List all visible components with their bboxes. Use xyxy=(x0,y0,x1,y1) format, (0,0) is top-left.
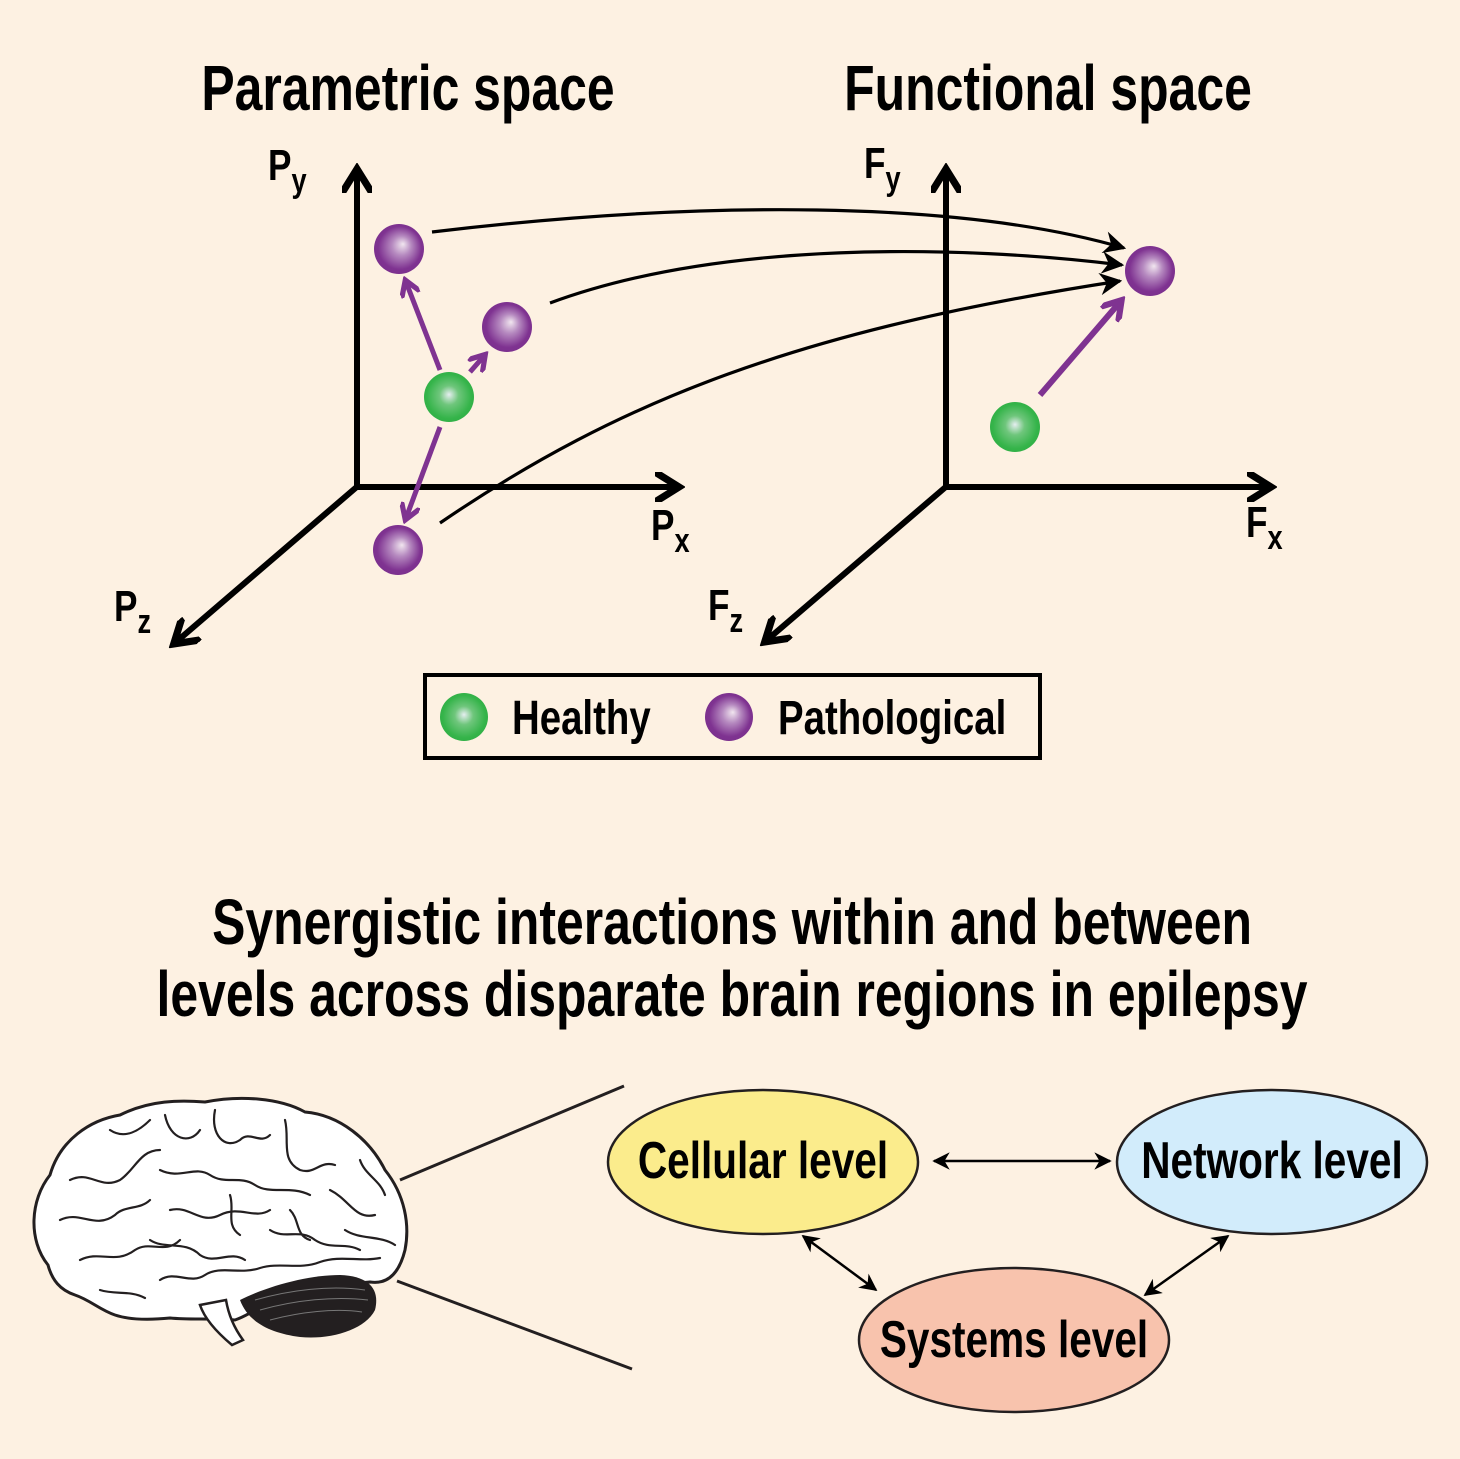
svg-text:Fx: Fx xyxy=(1246,498,1283,556)
functional-axes xyxy=(767,172,1268,640)
cellular-level-node xyxy=(606,1088,920,1236)
parametric-z-axis xyxy=(176,482,361,642)
axis-label-fx: Fx xyxy=(1246,498,1283,556)
perturbation-arrow-down xyxy=(406,426,443,518)
mapping-arrow-top xyxy=(431,208,1127,254)
legend-healthy-label: Healthy xyxy=(512,692,651,745)
mapping-arrow-middle xyxy=(549,249,1125,305)
legend-pathological-label: Pathological xyxy=(778,692,1006,745)
svg-text:Pz: Pz xyxy=(114,582,151,640)
brain-folds xyxy=(58,1108,397,1300)
arrow-cellular-systems xyxy=(801,1234,878,1292)
systems-level-label: Systems level xyxy=(880,1310,1148,1368)
bottom-title-line1: Synergistic interactions within and betw… xyxy=(212,887,1252,958)
axis-label-py: Py xyxy=(268,141,307,199)
axis-label-fy: Fy xyxy=(864,139,901,197)
legend-pathological-icon xyxy=(705,693,753,741)
mapping-arrows xyxy=(431,208,1127,525)
brain-cerebellum xyxy=(240,1275,377,1338)
zoom-line-top xyxy=(399,1084,625,1182)
brain-cerebellum-lines xyxy=(254,1287,369,1321)
svg-text:Fy: Fy xyxy=(864,139,901,197)
cellular-level-label-wrap: Cellular level xyxy=(638,1131,888,1189)
legend-pathological-label-wrap: Pathological xyxy=(778,692,1006,745)
pathological-sphere-functional xyxy=(1125,246,1175,296)
pathological-sphere-bottom xyxy=(373,525,423,575)
perturbation-arrow-up xyxy=(406,282,443,371)
systems-level-label-wrap: Systems level xyxy=(880,1310,1148,1368)
functional-space-title: Functional space xyxy=(844,53,1252,124)
network-level-node xyxy=(1115,1088,1429,1236)
network-level-label: Network level xyxy=(1141,1131,1402,1189)
functional-z-axis xyxy=(767,482,950,640)
svg-text:Px: Px xyxy=(651,501,690,559)
parametric-space-title: Parametric space xyxy=(201,53,614,124)
cellular-level-label: Cellular level xyxy=(638,1131,888,1189)
levels-diagram: Cellular level Network level Systems lev… xyxy=(606,1088,1429,1414)
axis-label-fz: Fz xyxy=(708,581,743,639)
svg-text:Synergistic interactions withi: Synergistic interactions within and betw… xyxy=(212,887,1252,958)
arrow-network-systems xyxy=(1143,1234,1230,1297)
network-level-label-wrap: Network level xyxy=(1141,1131,1402,1189)
legend: Healthy Pathological xyxy=(423,673,1042,760)
perturbation-arrow-right xyxy=(470,356,484,374)
zoom-line-bottom xyxy=(396,1279,633,1371)
svg-text:Parametric space: Parametric space xyxy=(201,53,614,124)
healthy-sphere-functional xyxy=(990,402,1040,452)
healthy-sphere-parametric xyxy=(424,372,474,422)
mapping-arrow-bottom xyxy=(439,272,1123,525)
functional-perturbation-arrow xyxy=(1037,302,1120,397)
systems-level-node xyxy=(857,1266,1171,1414)
parametric-perturbation-arrows xyxy=(406,282,484,518)
axis-label-pz: Pz xyxy=(114,582,151,640)
legend-healthy-label-wrap: Healthy xyxy=(512,692,651,745)
legend-healthy-icon xyxy=(440,693,488,741)
bottom-title-line2: levels across disparate brain regions in… xyxy=(156,959,1307,1030)
brain-icon xyxy=(32,1096,409,1347)
svg-text:Functional space: Functional space xyxy=(844,53,1252,124)
brain-stem xyxy=(198,1298,245,1347)
pathological-sphere-top xyxy=(374,224,424,274)
parametric-axes xyxy=(176,172,676,642)
svg-text:Py: Py xyxy=(268,141,307,199)
pathological-sphere-middle xyxy=(482,302,532,352)
axis-label-px: Px xyxy=(651,501,690,559)
svg-text:levels across disparate brain: levels across disparate brain regions in… xyxy=(156,959,1307,1030)
svg-text:Fz: Fz xyxy=(708,581,743,639)
